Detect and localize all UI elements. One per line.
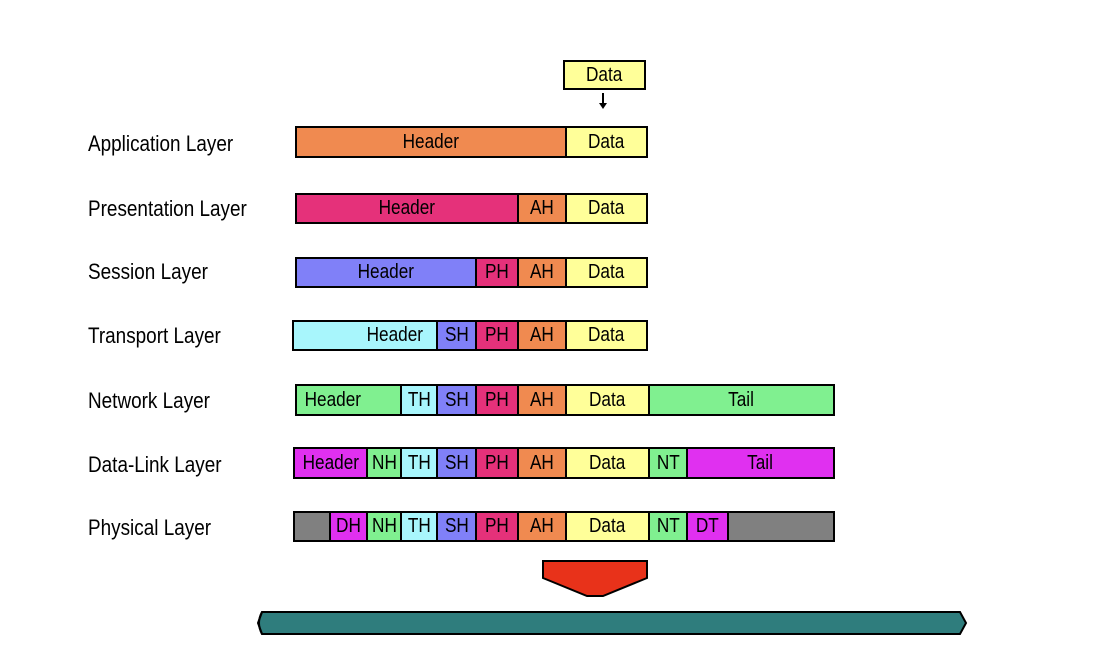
segment-postamble	[727, 511, 835, 542]
segment-tail: Tail	[686, 447, 835, 479]
segment-tail: Tail	[648, 384, 835, 416]
segment-ah: AH	[517, 511, 567, 542]
segment-nt: NT	[648, 447, 688, 479]
segment-sh: SH	[436, 511, 477, 542]
segment-ah: AH	[517, 384, 567, 416]
segment-nh: NH	[366, 511, 402, 542]
segment-ph: PH	[475, 320, 519, 351]
segment-header: Header	[295, 126, 567, 158]
segment-data: Data	[565, 193, 648, 224]
layer-label-session: Session Layer	[88, 259, 208, 284]
segment-dh: DH	[329, 511, 368, 542]
segment-ah: AH	[517, 193, 567, 224]
segment-ph: PH	[475, 511, 519, 542]
segment-ah: AH	[517, 257, 567, 288]
segment-nh: NH	[366, 447, 402, 479]
segment-data: Data	[565, 384, 650, 416]
layer-label-presentation: Presentation Layer	[88, 196, 247, 221]
layer-label-transport: Transport Layer	[88, 323, 221, 348]
segment-sh: SH	[436, 447, 477, 479]
segment-data: Data	[565, 447, 650, 479]
segment-th: TH	[400, 447, 438, 479]
input-data-label: Data	[586, 63, 623, 86]
segment-th: TH	[400, 384, 438, 416]
segment-ah: AH	[517, 447, 567, 479]
segment-nt: NT	[648, 511, 688, 542]
segment-data: Data	[565, 126, 648, 158]
layer-label-application: Application Layer	[88, 131, 234, 156]
segment-data: Data	[565, 511, 650, 542]
segment-sh: SH	[436, 320, 477, 351]
input-data-box: Data	[563, 60, 646, 90]
segment-th: TH	[400, 511, 438, 542]
segment-data: Data	[565, 320, 648, 351]
segment-ph: PH	[475, 384, 519, 416]
segment-header: Header	[293, 447, 368, 479]
segment-preamble	[293, 511, 331, 542]
transmit-arrow-icon	[542, 560, 648, 597]
segment-data: Data	[565, 257, 648, 288]
transmission-medium-cable	[256, 611, 968, 635]
segment-ph: PH	[475, 257, 519, 288]
segment-dt: DT	[686, 511, 729, 542]
layer-label-physical: Physical Layer	[88, 515, 212, 540]
segment-header: Header	[295, 257, 477, 288]
layer-label-network: Network Layer	[88, 388, 210, 413]
segment-header: Header	[292, 320, 438, 351]
segment-header: Header	[295, 193, 519, 224]
segment-header: Header	[295, 384, 402, 416]
segment-sh: SH	[436, 384, 477, 416]
layer-label-datalink: Data-Link Layer	[88, 452, 222, 477]
segment-ph: PH	[475, 447, 519, 479]
segment-ah: AH	[517, 320, 567, 351]
